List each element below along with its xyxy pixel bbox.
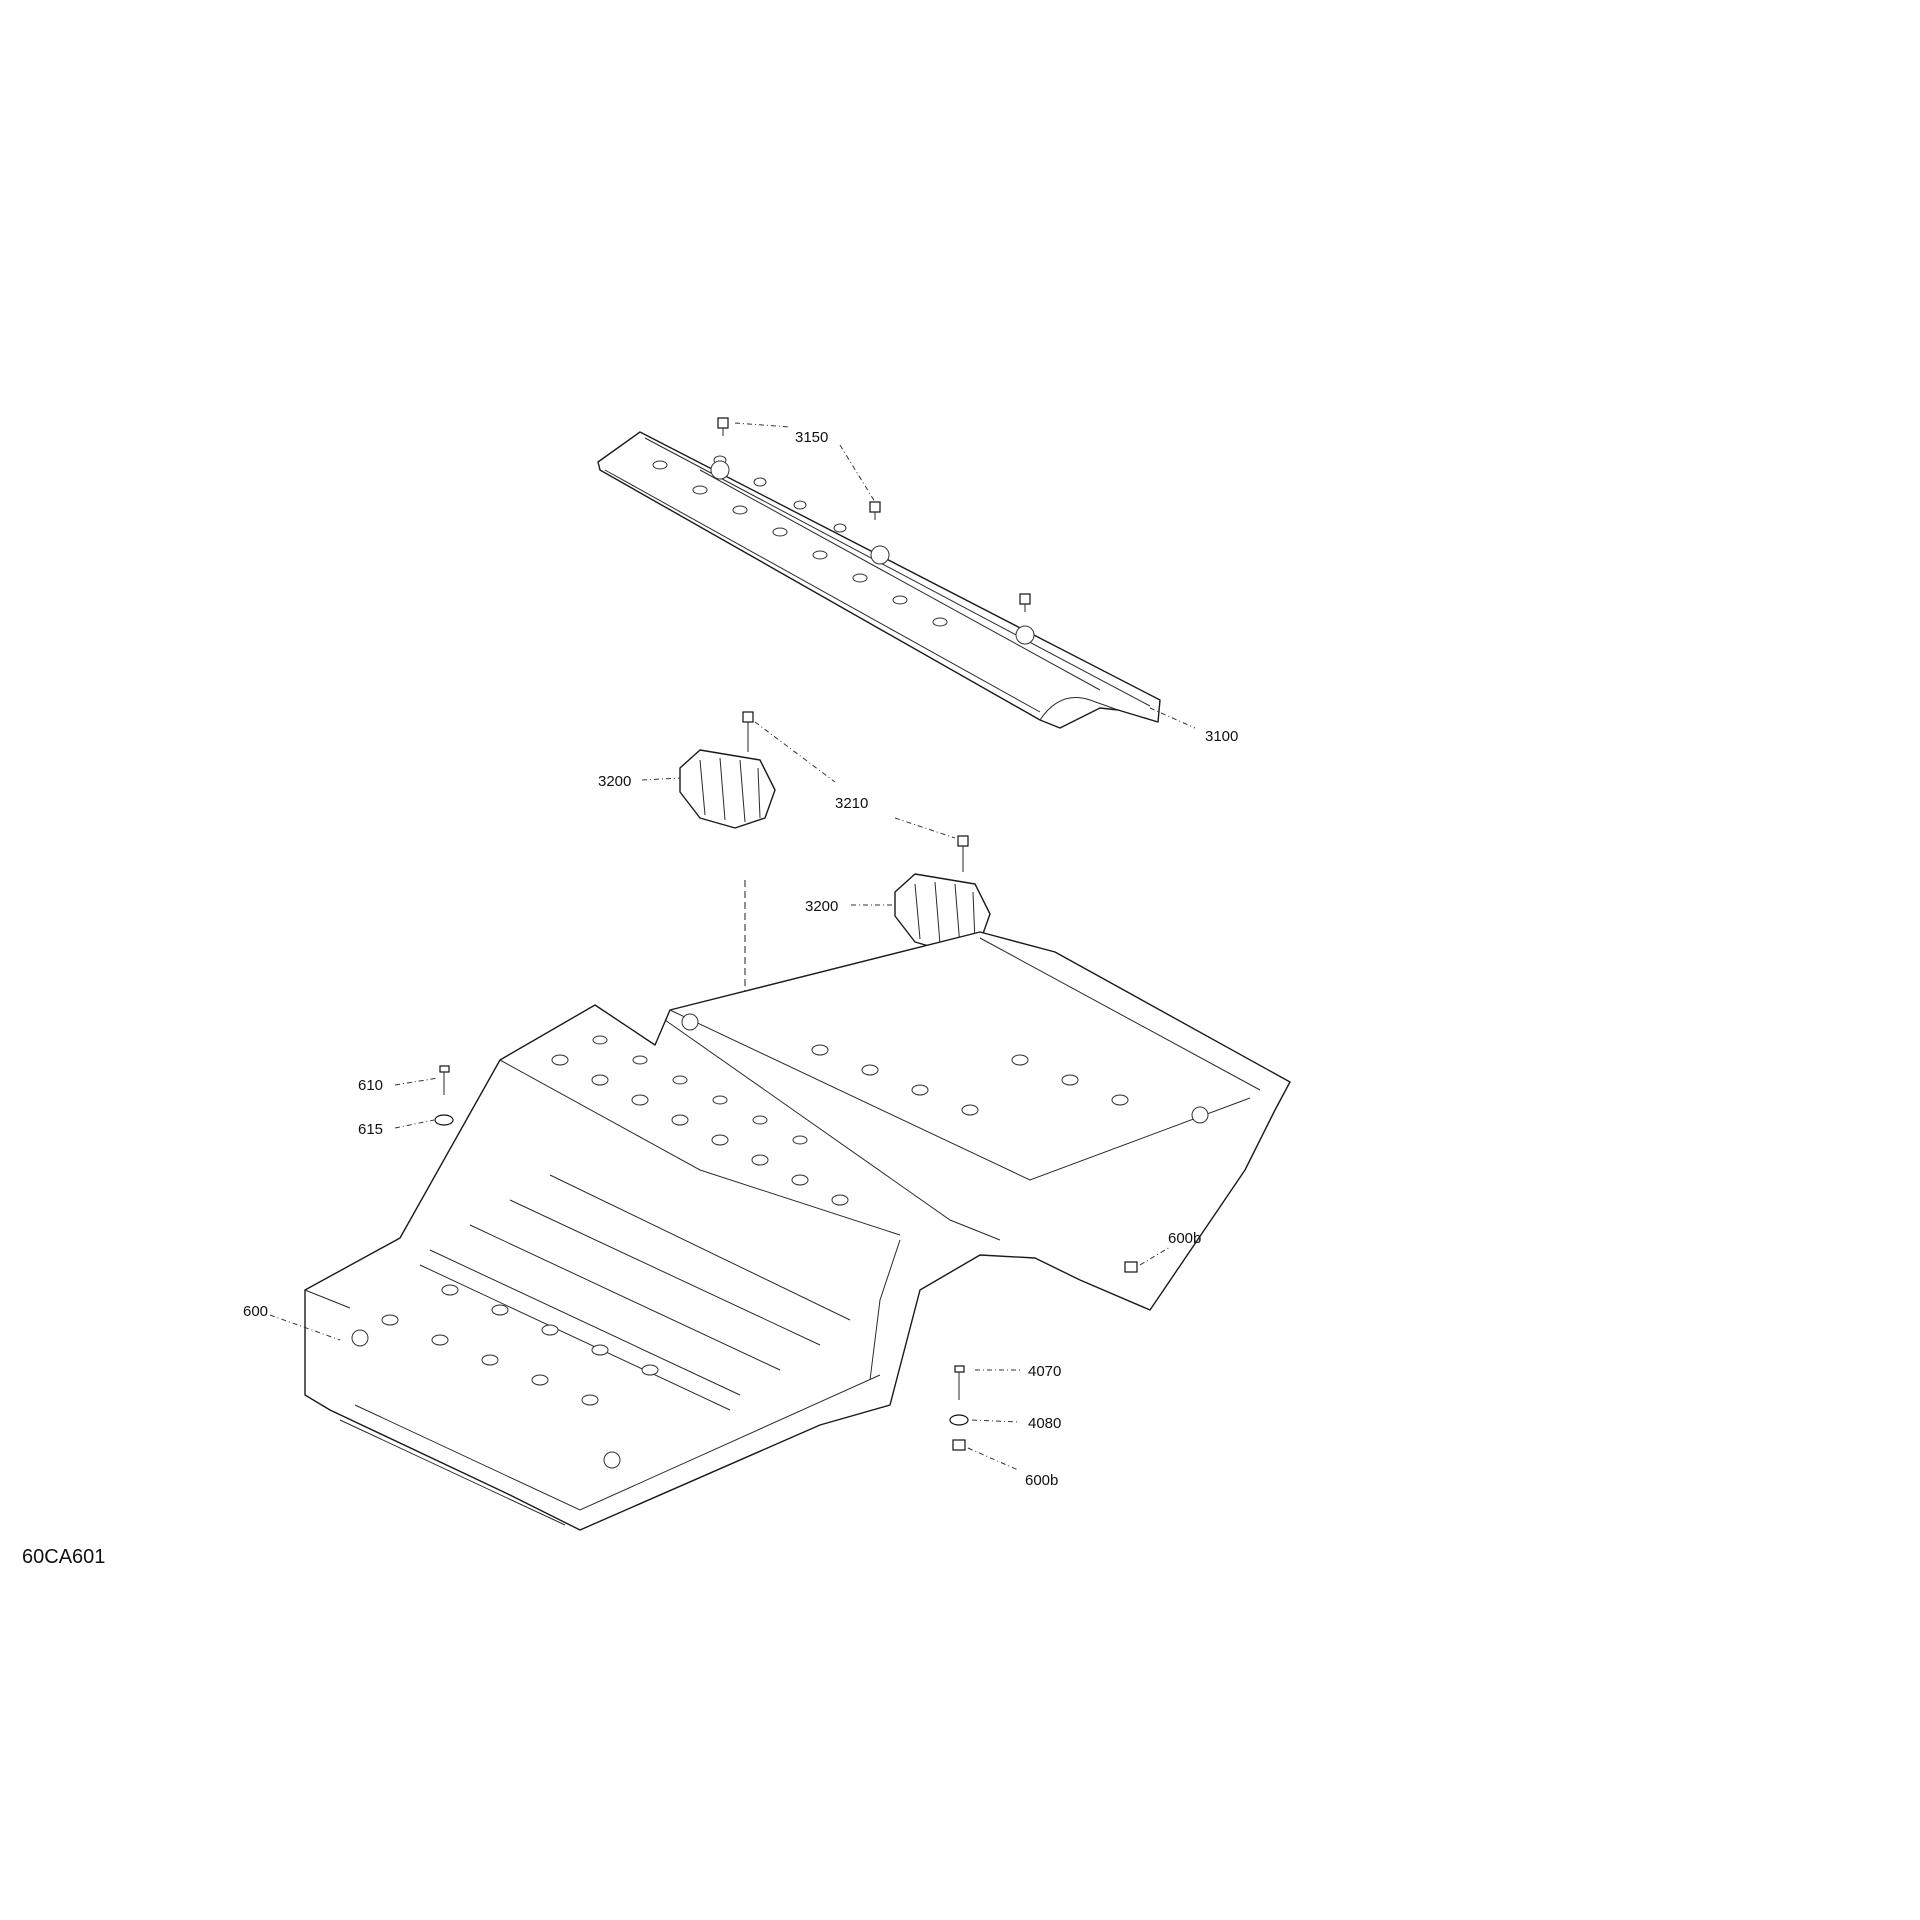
callout-4080: 4080 bbox=[1028, 1415, 1061, 1432]
callout-3200-right: 3200 bbox=[805, 898, 838, 915]
clip-3200-left bbox=[679, 749, 776, 829]
floor-panel-600 bbox=[304, 931, 1291, 1531]
callout-3210: 3210 bbox=[835, 795, 868, 812]
washer-615 bbox=[434, 1114, 454, 1126]
push-rivet-3150 bbox=[717, 417, 1031, 612]
callout-3200-left: 3200 bbox=[598, 773, 631, 790]
figure-id: 60CA601 bbox=[22, 1546, 105, 1568]
panel-holes bbox=[351, 1013, 1209, 1469]
bolt-4070 bbox=[954, 1365, 965, 1400]
callout-615: 615 bbox=[358, 1121, 383, 1138]
screw-3210 bbox=[742, 711, 969, 872]
callout-600: 600 bbox=[243, 1303, 268, 1320]
callout-610: 610 bbox=[358, 1077, 383, 1094]
rail-slot-holes bbox=[652, 455, 1035, 645]
washer-4080 bbox=[949, 1414, 969, 1426]
floor-rail-3100 bbox=[597, 431, 1161, 729]
callout-3150: 3150 bbox=[795, 429, 828, 446]
callout-3100: 3100 bbox=[1205, 728, 1238, 745]
callout-4070: 4070 bbox=[1028, 1363, 1061, 1380]
callout-600b-upper: 600b bbox=[1168, 1230, 1201, 1247]
callout-600b-lower: 600b bbox=[1025, 1472, 1058, 1489]
nut-600b-lower bbox=[952, 1439, 966, 1451]
nut-600b-upper bbox=[1124, 1261, 1138, 1273]
screw-610 bbox=[439, 1065, 450, 1095]
